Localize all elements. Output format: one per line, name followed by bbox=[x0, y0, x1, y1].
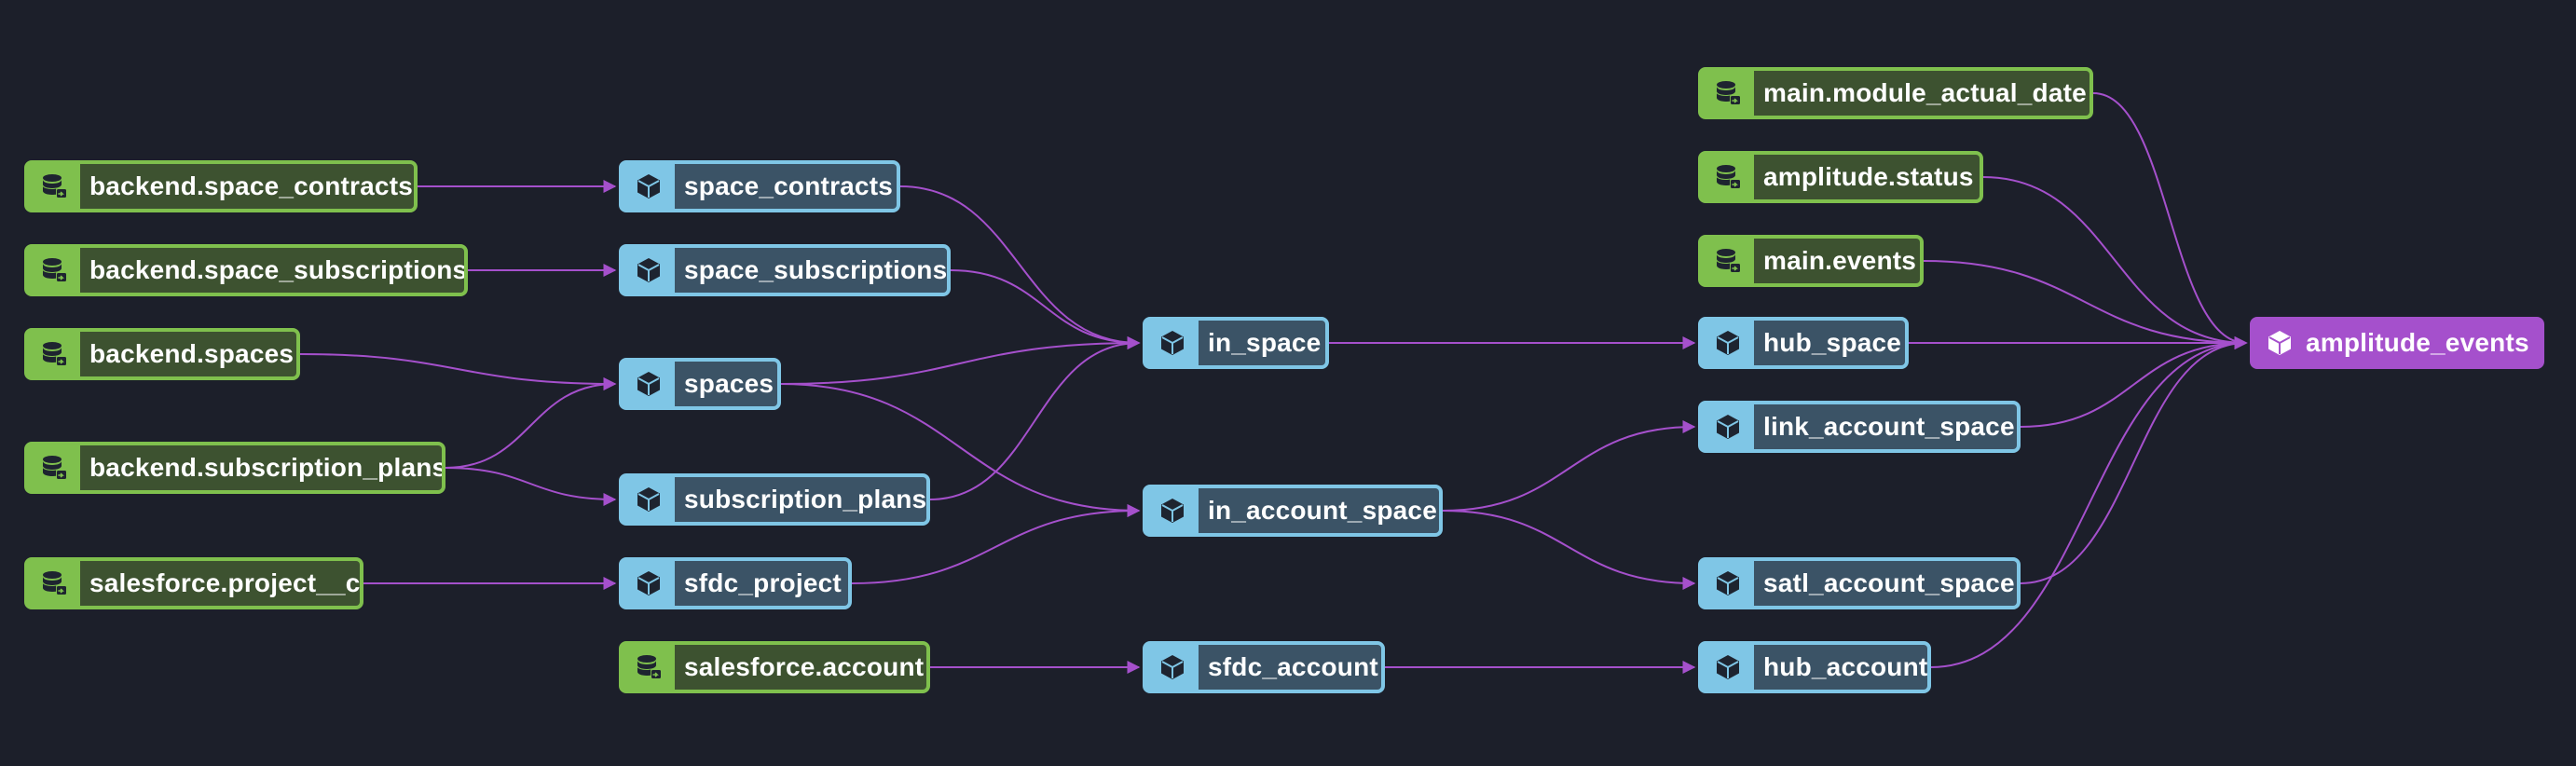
node-label: backend.spaces bbox=[80, 332, 296, 376]
node-label: space_subscriptions bbox=[675, 248, 947, 293]
node-label: amplitude_events bbox=[2306, 321, 2541, 365]
database-icon bbox=[28, 164, 80, 209]
cube-icon bbox=[1702, 561, 1754, 606]
cube-icon bbox=[1146, 321, 1199, 365]
node-sfdc-account[interactable]: sfdc_account bbox=[1143, 641, 1385, 693]
edge-subscription_plans-to-in_space bbox=[929, 336, 1141, 500]
node-label: backend.subscription_plans bbox=[80, 445, 442, 490]
node-main-module-actual-date[interactable]: main.module_actual_date bbox=[1698, 67, 2093, 119]
cube-icon bbox=[1146, 488, 1199, 533]
node-backend-spaces[interactable]: backend.spaces bbox=[24, 328, 300, 380]
database-icon bbox=[1702, 155, 1754, 199]
node-label: space_contracts bbox=[675, 164, 897, 209]
cube-icon bbox=[623, 248, 675, 293]
node-label: hub_account bbox=[1754, 645, 1927, 690]
node-in-account-space[interactable]: in_account_space bbox=[1143, 485, 1443, 537]
node-label: amplitude.status bbox=[1754, 155, 1980, 199]
node-link-account-space[interactable]: link_account_space bbox=[1698, 401, 2021, 453]
edge-space_contracts-to-in_space bbox=[899, 185, 1141, 349]
cube-icon bbox=[1702, 404, 1754, 449]
edge-hub_account-to-amplitude_events bbox=[1930, 336, 2248, 668]
node-label: satl_account_space bbox=[1754, 561, 2017, 606]
node-label: sfdc_account bbox=[1199, 645, 1381, 690]
node-label: sfdc_project bbox=[675, 561, 848, 606]
edge-sfdc_project-to-in_account_space bbox=[851, 504, 1141, 584]
node-salesforce-project-c[interactable]: salesforce.project__c bbox=[24, 557, 363, 609]
edge-src_subscription_plans-to-spaces bbox=[445, 377, 617, 469]
cube-icon bbox=[623, 362, 675, 406]
node-sfdc-project[interactable]: sfdc_project bbox=[619, 557, 852, 609]
node-label: backend.space_subscriptions bbox=[80, 248, 464, 293]
node-label: salesforce.account bbox=[675, 645, 926, 690]
node-label: main.events bbox=[1754, 239, 1920, 283]
cube-icon bbox=[623, 477, 675, 522]
edge-spaces-to-in_space bbox=[780, 336, 1141, 385]
node-backend-space-subscriptions[interactable]: backend.space_subscriptions bbox=[24, 244, 468, 296]
node-hub-account[interactable]: hub_account bbox=[1698, 641, 1931, 693]
cube-icon bbox=[1702, 321, 1754, 365]
node-space-contracts[interactable]: space_contracts bbox=[619, 160, 900, 212]
database-icon bbox=[1702, 239, 1754, 283]
cube-icon bbox=[2254, 321, 2306, 365]
edge-space_subscriptions-to-in_space bbox=[950, 269, 1141, 349]
node-in-space[interactable]: in_space bbox=[1143, 317, 1329, 369]
edge-spaces-to-in_account_space bbox=[780, 383, 1141, 517]
node-space-subscriptions[interactable]: space_subscriptions bbox=[619, 244, 951, 296]
node-amplitude-status[interactable]: amplitude.status bbox=[1698, 151, 1983, 203]
node-main-events[interactable]: main.events bbox=[1698, 235, 1924, 287]
edge-in_account_space-to-satl_account_space bbox=[1442, 510, 1696, 590]
node-label: link_account_space bbox=[1754, 404, 2017, 449]
database-icon bbox=[28, 561, 80, 606]
node-label: main.module_actual_date bbox=[1754, 71, 2090, 116]
database-icon bbox=[28, 445, 80, 490]
node-hub-space[interactable]: hub_space bbox=[1698, 317, 1909, 369]
node-backend-space-contracts[interactable]: backend.space_contracts bbox=[24, 160, 418, 212]
node-label: backend.space_contracts bbox=[80, 164, 414, 209]
cube-icon bbox=[1702, 645, 1754, 690]
edge-src_main_events-to-amplitude_events bbox=[1923, 260, 2248, 349]
edge-src_amplitude_status-to-amplitude_events bbox=[1982, 176, 2248, 349]
node-satl-account-space[interactable]: satl_account_space bbox=[1698, 557, 2021, 609]
node-spaces[interactable]: spaces bbox=[619, 358, 781, 410]
database-icon bbox=[1702, 71, 1754, 116]
cube-icon bbox=[1146, 645, 1199, 690]
node-label: hub_space bbox=[1754, 321, 1905, 365]
edge-in_account_space-to-link_account_space bbox=[1442, 420, 1696, 512]
database-icon bbox=[28, 248, 80, 293]
cube-icon bbox=[623, 164, 675, 209]
node-label: spaces bbox=[675, 362, 777, 406]
node-subscription-plans[interactable]: subscription_plans bbox=[619, 473, 930, 526]
node-salesforce-account[interactable]: salesforce.account bbox=[619, 641, 930, 693]
edge-src_spaces-to-spaces bbox=[299, 353, 617, 390]
database-icon bbox=[623, 645, 675, 690]
node-label: subscription_plans bbox=[675, 477, 926, 522]
node-label: in_space bbox=[1199, 321, 1325, 365]
edge-src_module_actual_date-to-amplitude_events bbox=[2092, 92, 2248, 349]
cube-icon bbox=[623, 561, 675, 606]
node-backend-subscription-plans[interactable]: backend.subscription_plans bbox=[24, 442, 445, 494]
database-icon bbox=[28, 332, 80, 376]
edge-satl_account_space-to-amplitude_events bbox=[2020, 336, 2248, 584]
node-label: salesforce.project__c bbox=[80, 561, 360, 606]
node-amplitude-events[interactable]: amplitude_events bbox=[2250, 317, 2544, 369]
edge-link_account_space-to-amplitude_events bbox=[2020, 336, 2248, 428]
edge-src_subscription_plans-to-subscription_plans bbox=[445, 467, 617, 506]
node-label: in_account_space bbox=[1199, 488, 1439, 533]
